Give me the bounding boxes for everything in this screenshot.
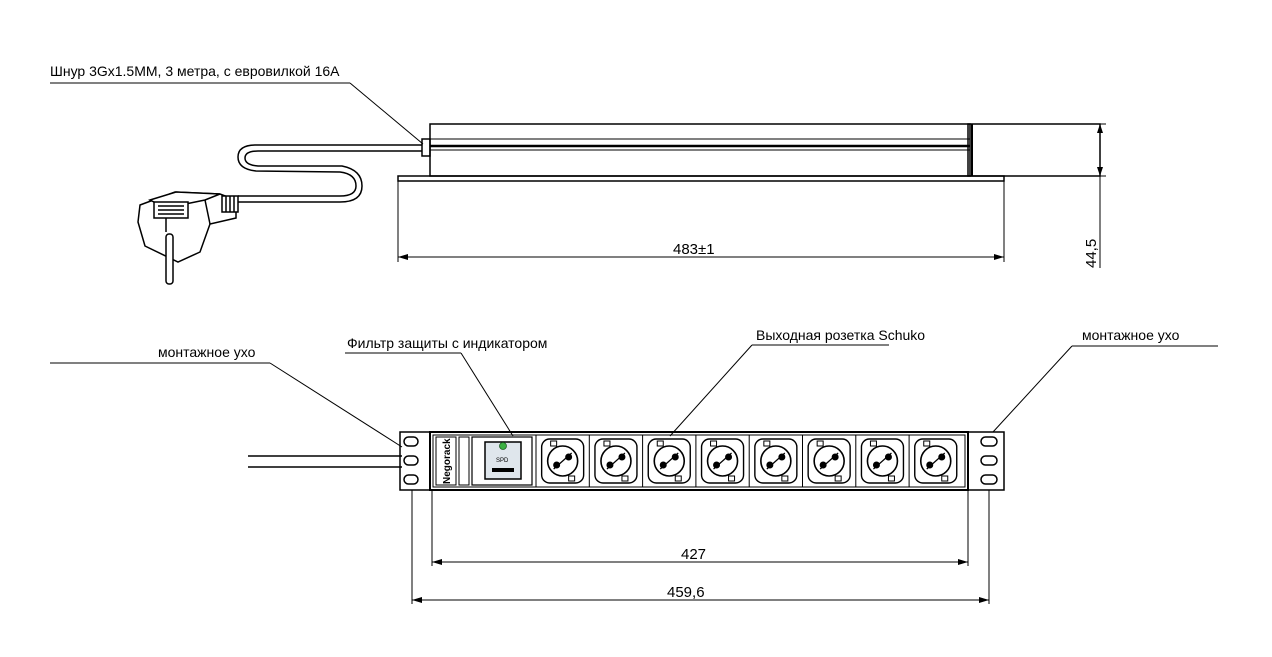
schuko-socket	[642, 435, 691, 487]
filter-label: Фильтр защиты с индикатором	[347, 335, 547, 351]
schuko-socket	[908, 435, 958, 487]
dim-label-height: 44,5	[1083, 239, 1100, 268]
brand-label: Negorack	[442, 438, 453, 484]
front-view	[50, 344, 1218, 604]
power-cord-cable	[237, 144, 422, 197]
ear-right-label: монтажное ухо	[1082, 327, 1180, 343]
plug-pin	[165, 233, 174, 285]
brand-panel	[435, 436, 457, 486]
cord-leader-line	[349, 82, 424, 145]
schuko-socket	[802, 435, 851, 487]
mounting-ear-right	[967, 431, 1005, 491]
housing-end-cap	[967, 123, 1101, 177]
dim-label-483: 483±1	[673, 241, 715, 258]
schuko-socket	[535, 435, 585, 487]
filter-module	[471, 436, 533, 486]
schuko-socket	[588, 435, 638, 487]
schuko-socket	[695, 435, 745, 487]
socket-leader-line	[669, 344, 753, 437]
side-view	[50, 82, 1106, 285]
filter-indicator	[499, 442, 507, 450]
euro-plug	[137, 191, 239, 285]
mounting-bracket-profile	[397, 175, 1005, 182]
blank-panel	[458, 436, 470, 486]
cord-label: Шнур 3Gx1.5MM, 3 метра, с евровилкой 16А	[50, 63, 340, 79]
socket-label: Выходная розетка Schuko	[756, 327, 925, 343]
filter-tag: SPD	[496, 458, 509, 464]
schuko-socket	[748, 435, 798, 487]
dim-label-427: 427	[681, 546, 706, 563]
socket-row	[535, 435, 958, 487]
front-panel	[429, 431, 969, 491]
schuko-socket	[855, 435, 905, 487]
cord-gland	[421, 138, 431, 157]
ear-left-label: монтажное ухо	[158, 344, 256, 360]
filter-leader-line	[460, 352, 514, 437]
ear-left-leader-line	[269, 362, 403, 448]
ear-right-leader-line	[992, 345, 1073, 433]
dim-label-459-6: 459,6	[667, 584, 705, 601]
